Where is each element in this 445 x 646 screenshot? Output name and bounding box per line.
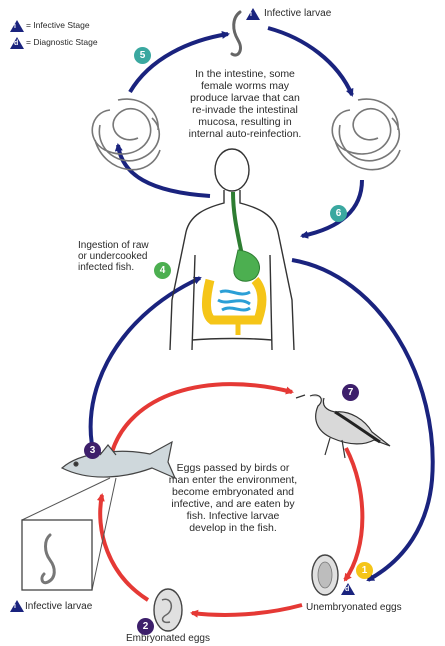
intestine-text: In the intestine, some female worms may … (160, 68, 330, 140)
diagnostic-stage-icon: d (341, 583, 355, 595)
arrow-fish-to-body (91, 278, 200, 458)
coiled-worm-left (92, 99, 160, 170)
step-5-badge: 5 (134, 47, 151, 64)
diagnostic-stage-icon: d (10, 37, 24, 49)
eggs-text: Eggs passed by birds or man enter the en… (158, 462, 308, 534)
infective-stage-icon: i (246, 8, 260, 20)
step-2-badge: 2 (137, 618, 154, 635)
legend-diagnostic: = Diagnostic Stage (26, 38, 98, 47)
arrow-red-to-fish (100, 495, 148, 600)
infective-stage-icon: i (10, 20, 24, 32)
ingestion-text: Ingestion of raw or undercooked infected… (78, 240, 149, 273)
bird (296, 395, 390, 458)
embryonated-eggs-label: Embryonated eggs (126, 634, 210, 645)
top-larva (232, 12, 240, 55)
arrow-red-to-bird (112, 384, 292, 452)
larva-box (22, 520, 92, 590)
step-6-badge: 6 (330, 205, 347, 222)
step-3-badge: 3 (84, 442, 101, 459)
step-1-badge: 1 (356, 562, 373, 579)
embryonated-egg (154, 589, 182, 631)
step-7-badge: 7 (342, 384, 359, 401)
arrow-red-to-embryonated (192, 605, 302, 615)
unembryonated-eggs-label: Unembryonated eggs (306, 603, 402, 614)
legend-infective: = Infective Stage (26, 21, 90, 30)
step-4-badge: 4 (154, 262, 171, 279)
arrow-red-to-unembryonated (345, 448, 362, 580)
bottom-larvae-label: Infective larvae (25, 602, 92, 613)
small-intestine (218, 291, 250, 310)
top-larvae-label: Infective larvae (264, 9, 331, 20)
unembryonated-egg (312, 555, 338, 595)
stomach (234, 250, 260, 281)
coiled-worm-right (332, 99, 400, 170)
infective-stage-icon: i (10, 600, 24, 612)
